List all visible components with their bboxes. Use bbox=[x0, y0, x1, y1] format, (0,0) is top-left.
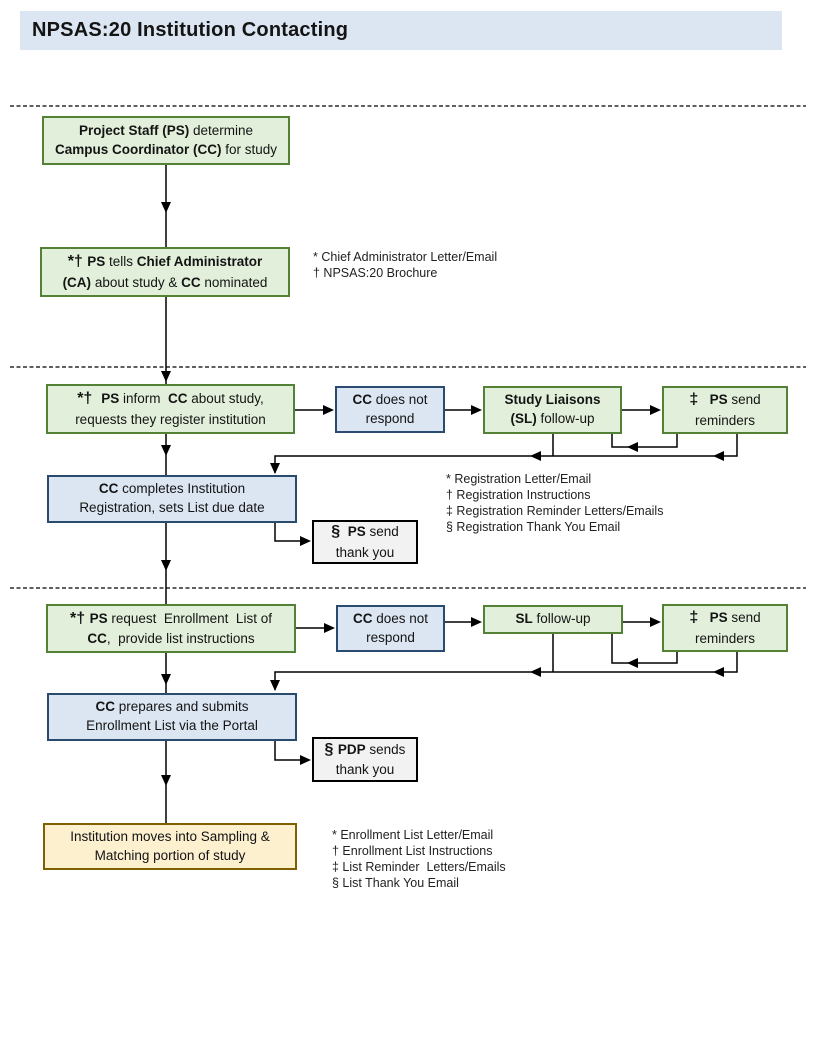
footnote-legend-enrollment: * Enrollment List Letter/Email † Enrollm… bbox=[332, 827, 506, 891]
footnote-line: * Registration Letter/Email bbox=[446, 472, 592, 486]
arrow-right-icon bbox=[471, 405, 482, 415]
arrow-down-icon bbox=[161, 371, 171, 382]
footnote-line: § List Thank You Email bbox=[332, 876, 459, 890]
arrow-left-icon bbox=[627, 658, 638, 668]
arrow-down-icon bbox=[161, 202, 171, 213]
section-divider-lines bbox=[10, 105, 806, 589]
arrow-right-icon bbox=[300, 536, 311, 546]
page-title: NPSAS:20 Institution Contacting bbox=[20, 11, 782, 50]
footnote-line: ‡ Registration Reminder Letters/Emails bbox=[446, 504, 664, 518]
footnote-line: ‡ List Reminder Letters/Emails bbox=[332, 860, 506, 874]
arrow-down-icon bbox=[270, 463, 280, 474]
arrow-right-icon bbox=[650, 405, 661, 415]
flow-box-study-liaisons-follow-up: Study Liaisons(SL) follow-up bbox=[483, 386, 622, 434]
arrow-left-icon bbox=[530, 667, 541, 677]
arrow-left-icon bbox=[713, 667, 724, 677]
footnote-line: § Registration Thank You Email bbox=[446, 520, 621, 534]
flow-box-inform-cc: *† PS inform CC about study,requests the… bbox=[46, 384, 295, 434]
arrow-down-icon bbox=[161, 674, 171, 685]
arrow-right-icon bbox=[471, 617, 482, 627]
flow-box-sampling-matching: Institution moves into Sampling &Matchin… bbox=[43, 823, 297, 870]
arrow-right-icon bbox=[323, 405, 334, 415]
arrow-left-icon bbox=[713, 451, 724, 461]
footnote-legend-registration: * Registration Letter/Email † Registrati… bbox=[446, 471, 663, 535]
arrow-right-icon bbox=[300, 755, 311, 765]
flow-box-tell-chief-administrator: *† PS tells Chief Administrator(CA) abou… bbox=[40, 247, 290, 297]
arrow-left-icon bbox=[627, 442, 638, 452]
arrow-right-icon bbox=[650, 617, 661, 627]
flow-box-sl-follow-up: SL follow-up bbox=[483, 605, 623, 634]
footnote-line: * Chief Administrator Letter/Email bbox=[313, 250, 498, 264]
footnote-line: * Enrollment List Letter/Email bbox=[332, 828, 494, 842]
arrow-down-icon bbox=[161, 445, 171, 456]
arrow-down-icon bbox=[161, 560, 171, 571]
footnote-line: † NPSAS:20 Brochure bbox=[313, 266, 438, 280]
footnote-legend-contact: * Chief Administrator Letter/Email † NPS… bbox=[313, 249, 497, 281]
arrow-down-icon bbox=[161, 775, 171, 786]
arrow-down-icon bbox=[270, 680, 280, 691]
arrowheads bbox=[161, 202, 724, 786]
arrow-left-icon bbox=[530, 451, 541, 461]
footnote-line: † Registration Instructions bbox=[446, 488, 591, 502]
arrow-right-icon bbox=[324, 623, 335, 633]
footnote-line: † Enrollment List Instructions bbox=[332, 844, 493, 858]
